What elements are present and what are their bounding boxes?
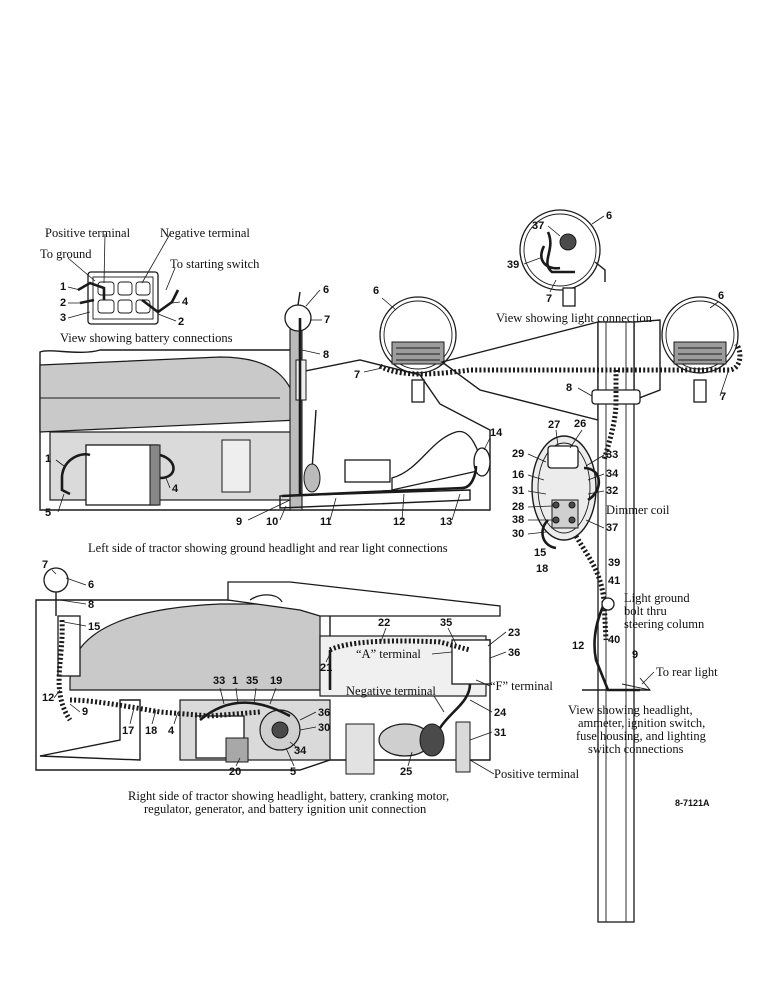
callout-14: 14 xyxy=(490,427,503,439)
callout-3: 3 xyxy=(60,312,66,324)
callout-18: 18 xyxy=(145,725,157,737)
positive-terminal-label: Positive terminal xyxy=(494,767,580,781)
callout-34: 34 xyxy=(606,468,619,480)
battery-view-caption: View showing battery connections xyxy=(60,331,233,345)
callout-40: 40 xyxy=(608,634,620,646)
callout-2: 2 xyxy=(178,316,184,328)
left-side-view: 6 7 8 1 4 5 9 10 11 12 13 14 Left side o… xyxy=(39,284,503,555)
light-connection-view: 37 6 39 7 View showing light connection xyxy=(496,209,653,325)
callout-25: 25 xyxy=(400,766,412,778)
to-rear-light-label: To rear light xyxy=(656,665,718,679)
light-ground-label-3: steering column xyxy=(624,617,705,631)
callout-20: 20 xyxy=(229,766,241,778)
callout-33: 33 xyxy=(213,675,225,687)
callout-30: 30 xyxy=(318,722,330,734)
light-ground-label-2: bolt thru xyxy=(624,604,667,618)
negative-terminal-label: Negative terminal xyxy=(346,684,436,698)
callout-22: 22 xyxy=(378,617,390,629)
callout-30: 30 xyxy=(512,528,524,540)
column-view-caption-3: fuse housing, and lighting xyxy=(576,729,707,743)
right-side-view: 7 6 8 15 12 9 17 18 4 33 1 35 19 36 30 3… xyxy=(35,559,580,816)
callout-24: 24 xyxy=(494,707,507,719)
callout-27: 27 xyxy=(548,419,560,431)
callout-29: 29 xyxy=(512,448,524,460)
callout-19: 19 xyxy=(270,675,282,687)
callout-1: 1 xyxy=(45,453,51,465)
callout-31: 31 xyxy=(494,727,506,739)
callout-9: 9 xyxy=(236,516,242,528)
callout-15: 15 xyxy=(534,547,546,559)
callout-8: 8 xyxy=(323,349,329,361)
callout-12: 12 xyxy=(42,692,54,704)
callout-4: 4 xyxy=(172,483,179,495)
callout-39: 39 xyxy=(507,259,519,271)
to-ground-label: To ground xyxy=(40,247,92,261)
callout-1: 1 xyxy=(232,675,238,687)
callout-7: 7 xyxy=(354,369,360,381)
callout-6: 6 xyxy=(606,210,612,222)
callout-23: 23 xyxy=(508,627,520,639)
callout-7: 7 xyxy=(42,559,48,571)
callout-41: 41 xyxy=(608,575,620,587)
light-ground-label-1: Light ground xyxy=(624,591,690,605)
callout-33: 33 xyxy=(606,449,618,461)
column-view-caption-2: ammeter, ignition switch, xyxy=(578,716,705,730)
dimmer-coil-label: Dimmer coil xyxy=(606,503,670,517)
a-terminal-label: “A” terminal xyxy=(356,647,421,661)
callout-7: 7 xyxy=(324,314,330,326)
callout-9: 9 xyxy=(82,706,88,718)
column-view-caption-4: switch connections xyxy=(588,742,684,756)
callout-18: 18 xyxy=(536,563,548,575)
callout-12: 12 xyxy=(572,640,584,652)
callout-37: 37 xyxy=(606,522,618,534)
callout-5: 5 xyxy=(45,507,51,519)
right-side-caption-2: regulator, generator, and battery igniti… xyxy=(144,802,427,816)
callout-10: 10 xyxy=(266,516,278,528)
callout-1: 1 xyxy=(60,281,66,293)
callout-8: 8 xyxy=(88,599,94,611)
column-switch-view: 27 26 29 33 16 34 31 32 28 38 30 37 15 1… xyxy=(512,418,718,756)
callout-6: 6 xyxy=(373,285,379,297)
callout-15: 15 xyxy=(88,621,100,633)
callout-13: 13 xyxy=(440,516,452,528)
callout-11: 11 xyxy=(320,516,332,528)
positive-terminal-label: Positive terminal xyxy=(45,226,131,240)
figure-code: 8-7121A xyxy=(675,798,710,808)
battery-connections-view: Positive terminal Negative terminal To g… xyxy=(40,226,260,345)
to-starting-switch-label: To starting switch xyxy=(170,257,260,271)
negative-terminal-label: Negative terminal xyxy=(160,226,250,240)
callout-4: 4 xyxy=(182,296,189,308)
callout-31: 31 xyxy=(512,485,524,497)
left-side-caption: Left side of tractor showing ground head… xyxy=(88,541,448,555)
callout-4: 4 xyxy=(168,725,175,737)
callout-5: 5 xyxy=(290,766,296,778)
callout-36: 36 xyxy=(318,707,330,719)
callout-37: 37 xyxy=(532,220,544,232)
callout-17: 17 xyxy=(122,725,134,737)
callout-9: 9 xyxy=(632,649,638,661)
callout-28: 28 xyxy=(512,501,524,513)
callout-21: 21 xyxy=(320,662,332,674)
callout-39: 39 xyxy=(608,557,620,569)
callout-6: 6 xyxy=(718,290,724,302)
callout-36: 36 xyxy=(508,647,520,659)
callout-32: 32 xyxy=(606,485,618,497)
callout-7: 7 xyxy=(546,293,552,305)
f-terminal-label: “F” terminal xyxy=(490,679,553,693)
callout-35: 35 xyxy=(440,617,452,629)
callout-6: 6 xyxy=(323,284,329,296)
right-side-caption-1: Right side of tractor showing headlight,… xyxy=(128,789,449,803)
callout-6: 6 xyxy=(88,579,94,591)
callout-8: 8 xyxy=(566,382,572,394)
column-view-caption-1: View showing headlight, xyxy=(568,703,693,717)
callout-16: 16 xyxy=(512,469,524,481)
callout-7: 7 xyxy=(720,391,726,403)
callout-38: 38 xyxy=(512,514,524,526)
callout-12: 12 xyxy=(393,516,405,528)
callout-26: 26 xyxy=(574,418,586,430)
callout-2: 2 xyxy=(60,297,66,309)
callout-35: 35 xyxy=(246,675,258,687)
